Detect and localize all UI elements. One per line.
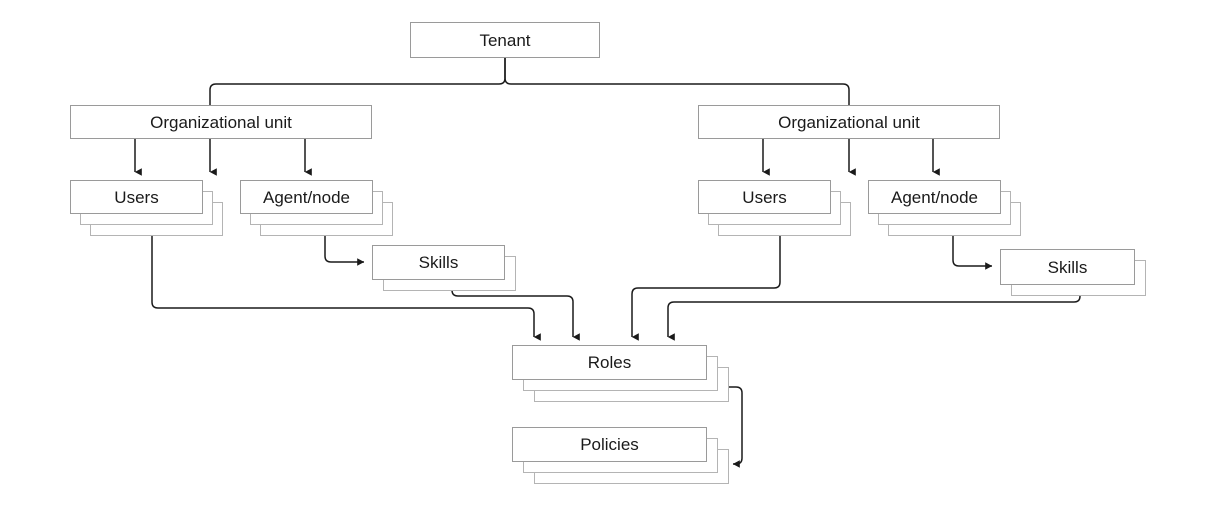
node-users-right[interactable]: Users bbox=[698, 180, 831, 214]
node-tenant[interactable]: Tenant bbox=[410, 22, 600, 58]
node-roles-label: Roles bbox=[587, 353, 632, 372]
node-skills-right-label: Skills bbox=[1047, 257, 1088, 277]
node-agent-node-right[interactable]: Agent/node bbox=[868, 180, 1001, 214]
node-org-unit-right-label: Organizational unit bbox=[778, 112, 920, 132]
node-skills-left[interactable]: Skills bbox=[372, 245, 505, 280]
node-agent-node-left-label: Agent/node bbox=[263, 187, 350, 207]
edge-tenant-to-org-unit-right bbox=[504, 58, 856, 176]
node-roles[interactable]: Roles bbox=[512, 345, 707, 380]
edge-agent-node-right-to-skills-right bbox=[952, 236, 993, 270]
node-skills-right[interactable]: Skills bbox=[1000, 249, 1135, 285]
node-users-left[interactable]: Users bbox=[70, 180, 203, 214]
node-org-unit-left[interactable]: Organizational unit bbox=[70, 105, 372, 139]
node-policies-label: Policies bbox=[580, 435, 639, 454]
node-org-unit-left-label: Organizational unit bbox=[150, 112, 292, 132]
node-policies[interactable]: Policies bbox=[512, 427, 707, 462]
edge-users-left-to-roles bbox=[151, 214, 541, 341]
node-agent-node-left[interactable]: Agent/node bbox=[240, 180, 373, 214]
node-tenant-label: Tenant bbox=[479, 30, 531, 50]
edge-skills-left-to-roles bbox=[451, 280, 580, 341]
node-users-right-label: Users bbox=[742, 187, 787, 207]
edge-agent-node-left-to-skills-left bbox=[324, 236, 365, 266]
edge-users-right-to-roles bbox=[631, 214, 781, 341]
edge-skills-right-to-roles bbox=[667, 285, 1081, 341]
edge-roles-to-policies bbox=[729, 386, 743, 468]
node-users-left-label: Users bbox=[114, 187, 159, 207]
node-agent-node-right-label: Agent/node bbox=[891, 187, 978, 207]
node-skills-left-label: Skills bbox=[418, 253, 459, 272]
node-org-unit-right[interactable]: Organizational unit bbox=[698, 105, 1000, 139]
